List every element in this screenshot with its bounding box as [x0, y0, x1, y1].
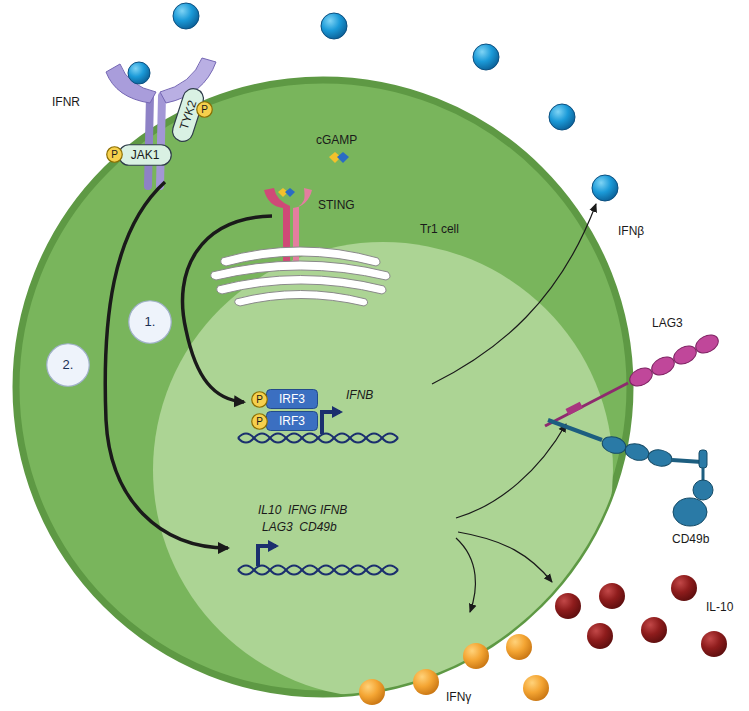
molecule-label: cGAMP: [316, 133, 357, 147]
cytokine-label: IL-10: [706, 600, 733, 614]
cd49b-protein: [548, 420, 713, 526]
gene-label: LAG3 CD49b: [262, 520, 337, 534]
receptor-label: IFNR: [52, 95, 80, 109]
node-text: P: [196, 101, 213, 118]
irf3-protein: IRF3: [266, 389, 318, 409]
node-text: P: [251, 391, 268, 408]
protein-label: STING: [318, 198, 355, 212]
gene-promoter-arrow: [258, 412, 340, 566]
lag3-protein: [545, 331, 721, 426]
dna-strand: [238, 434, 398, 575]
node-text: P: [251, 413, 268, 430]
node-text: IRF3: [266, 389, 318, 409]
phosphate: P: [106, 146, 123, 163]
il10-molecules: [555, 575, 727, 657]
node-text: JAK1: [118, 144, 172, 166]
gene-label: IFNB: [346, 388, 373, 402]
node-text: IRF3: [266, 411, 318, 431]
node-text: P: [106, 146, 123, 163]
cell: Tr1 cellJAK1TYK2PP1.2.IRF3IRF3PP: [12, 76, 634, 698]
cell-label: Tr1 cell: [420, 222, 459, 236]
callout-number: 1.: [128, 300, 172, 344]
ifng-molecules: [359, 634, 549, 705]
irf3-protein: IRF3: [266, 411, 318, 431]
phosphate: P: [251, 391, 268, 408]
callout-number: 2.: [46, 343, 90, 387]
protein-label: LAG3: [652, 316, 683, 330]
jak1-kinase: JAK1: [118, 144, 172, 166]
cytokine-label: IFNγ: [446, 690, 471, 704]
node-text: 1.: [128, 300, 172, 344]
protein-label: CD49b: [672, 532, 709, 546]
phosphate: P: [251, 413, 268, 430]
node-text: 2.: [46, 343, 90, 387]
phosphate: P: [196, 101, 213, 118]
cell-membrane: [12, 76, 634, 698]
cytokine-label: IFNβ: [618, 224, 644, 238]
gene-label: IL10 IFNG IFNB: [258, 503, 347, 517]
nucleus: [153, 242, 613, 698]
